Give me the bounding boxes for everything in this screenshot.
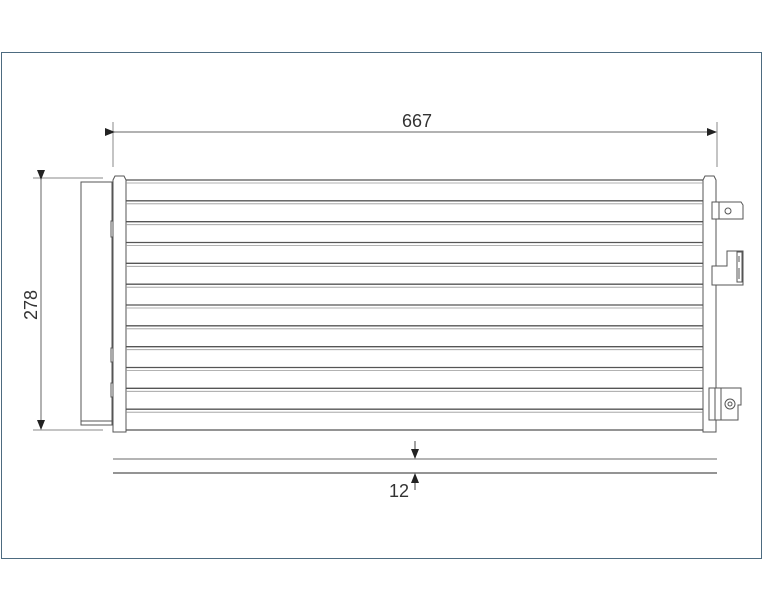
depth-dimension (113, 441, 717, 490)
left-header-tank (112, 175, 127, 433)
depth-dimension-label: 12 (389, 481, 409, 501)
sensor-connector (711, 250, 744, 286)
lower-bracket (708, 387, 742, 421)
width-dimension-label: 667 (402, 111, 432, 131)
height-dimension (33, 170, 103, 431)
width-dimension (105, 122, 718, 167)
height-dimension-label: 278 (21, 290, 41, 320)
core-tubes (126, 179, 703, 431)
upper-bracket (711, 201, 744, 220)
drawing-frame (1, 52, 762, 559)
